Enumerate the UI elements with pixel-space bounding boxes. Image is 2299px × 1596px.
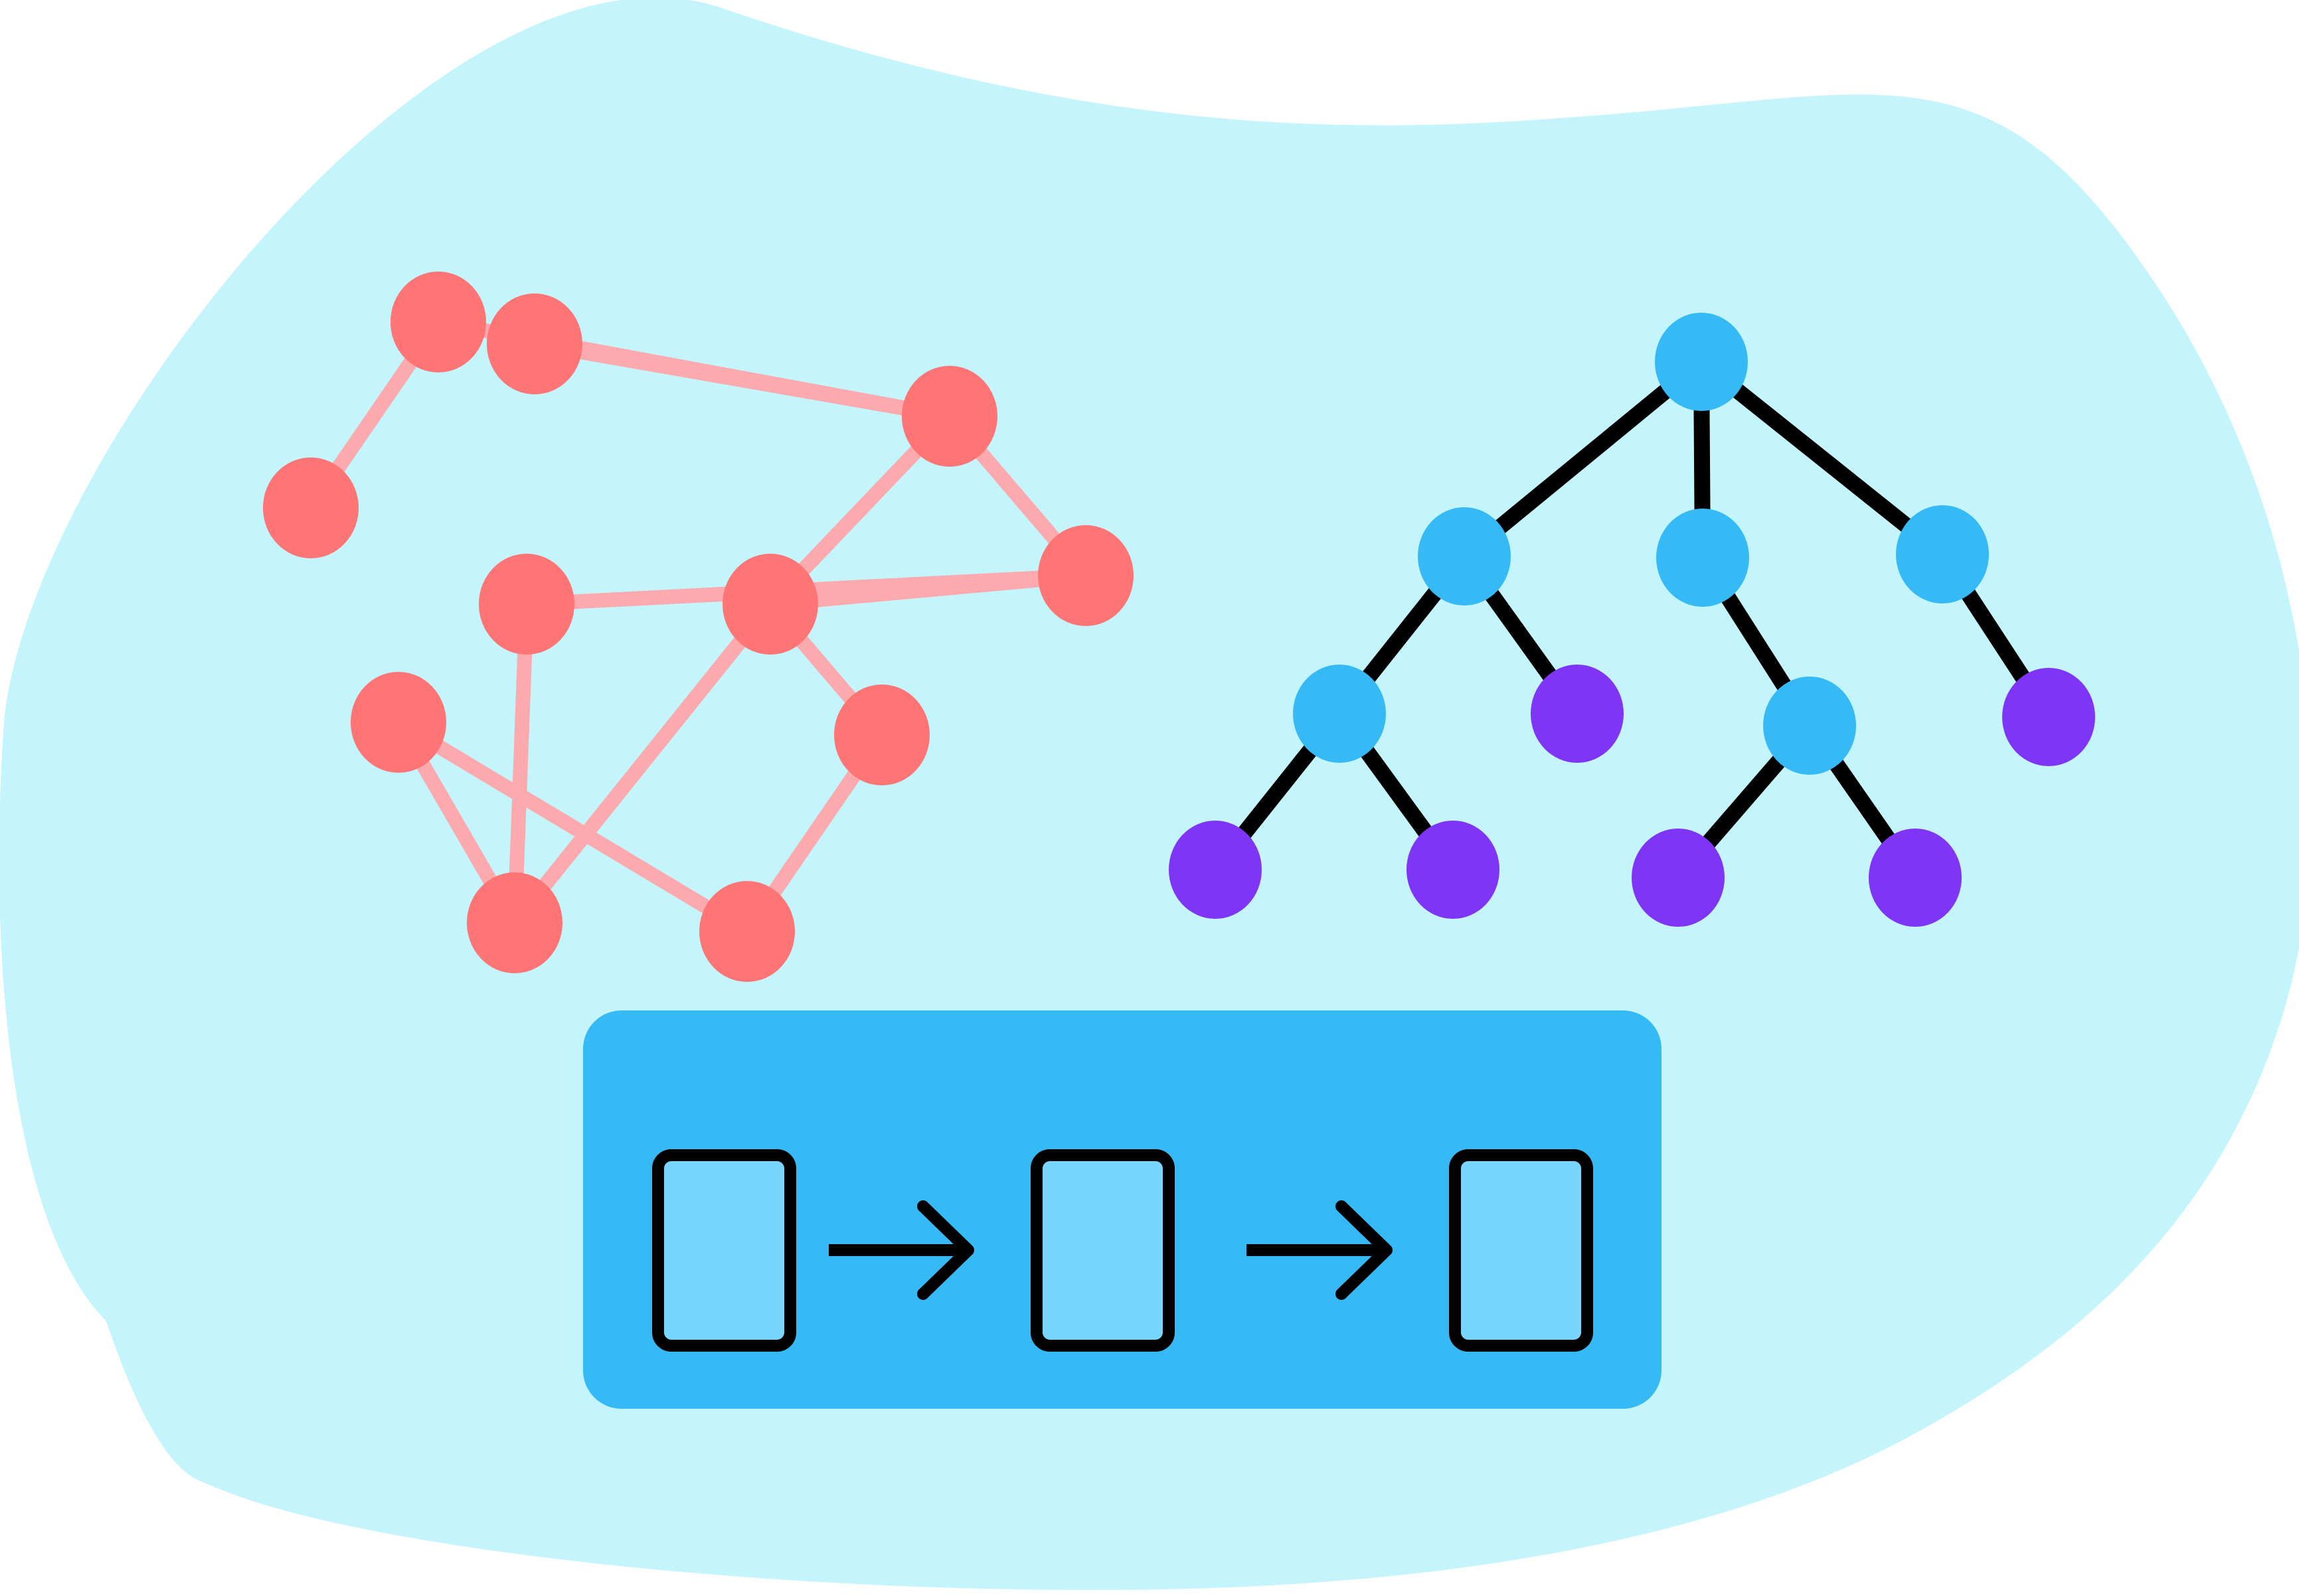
graph-node xyxy=(351,672,446,773)
graph-nodes xyxy=(263,272,1134,982)
arrow-head xyxy=(1335,1200,1393,1300)
graph-node xyxy=(1038,525,1134,626)
pipeline-stage-box xyxy=(1449,1149,1593,1352)
pipeline-stage-box xyxy=(652,1149,796,1352)
arrow-right-icon xyxy=(1246,1200,1393,1300)
arrow-head xyxy=(917,1200,974,1300)
graph-edge xyxy=(509,599,776,927)
pipeline-panel xyxy=(583,1010,1661,1409)
tree-edge xyxy=(1696,355,1948,561)
graph-edge xyxy=(770,568,1086,611)
tree-internal-node xyxy=(1763,677,1856,775)
tree-leaf-node xyxy=(1632,829,1725,927)
tree-leaf-node xyxy=(1169,821,1262,919)
graph-node xyxy=(263,457,359,558)
tree-nodes xyxy=(1169,313,2095,927)
graph-node xyxy=(902,366,997,467)
graph-node xyxy=(723,554,818,655)
tree-leaf-node xyxy=(1531,665,1624,763)
tree-internal-node xyxy=(1896,505,1989,603)
tree-internal-node xyxy=(1656,509,1749,607)
tree-edge xyxy=(1459,355,1707,563)
tree-diagram xyxy=(1169,313,2095,927)
graph-node xyxy=(467,872,562,973)
graph-node xyxy=(390,272,486,372)
graph-edge xyxy=(507,603,534,923)
graph-node xyxy=(834,684,930,785)
tree-leaf-node xyxy=(2002,668,2095,766)
tree-leaf-node xyxy=(1869,829,1962,927)
graph-node xyxy=(487,293,582,394)
tree-leaf-node xyxy=(1406,821,1499,919)
tree-internal-node xyxy=(1655,313,1748,411)
pipeline-stage-box xyxy=(1031,1149,1175,1352)
tree-internal-node xyxy=(1418,507,1511,605)
arrow-right-icon xyxy=(829,1200,974,1300)
tree-internal-node xyxy=(1293,665,1386,763)
graph-edge xyxy=(394,716,751,938)
graph-node xyxy=(479,554,574,655)
graph-node xyxy=(699,881,795,982)
undirected-graph xyxy=(263,272,1134,982)
